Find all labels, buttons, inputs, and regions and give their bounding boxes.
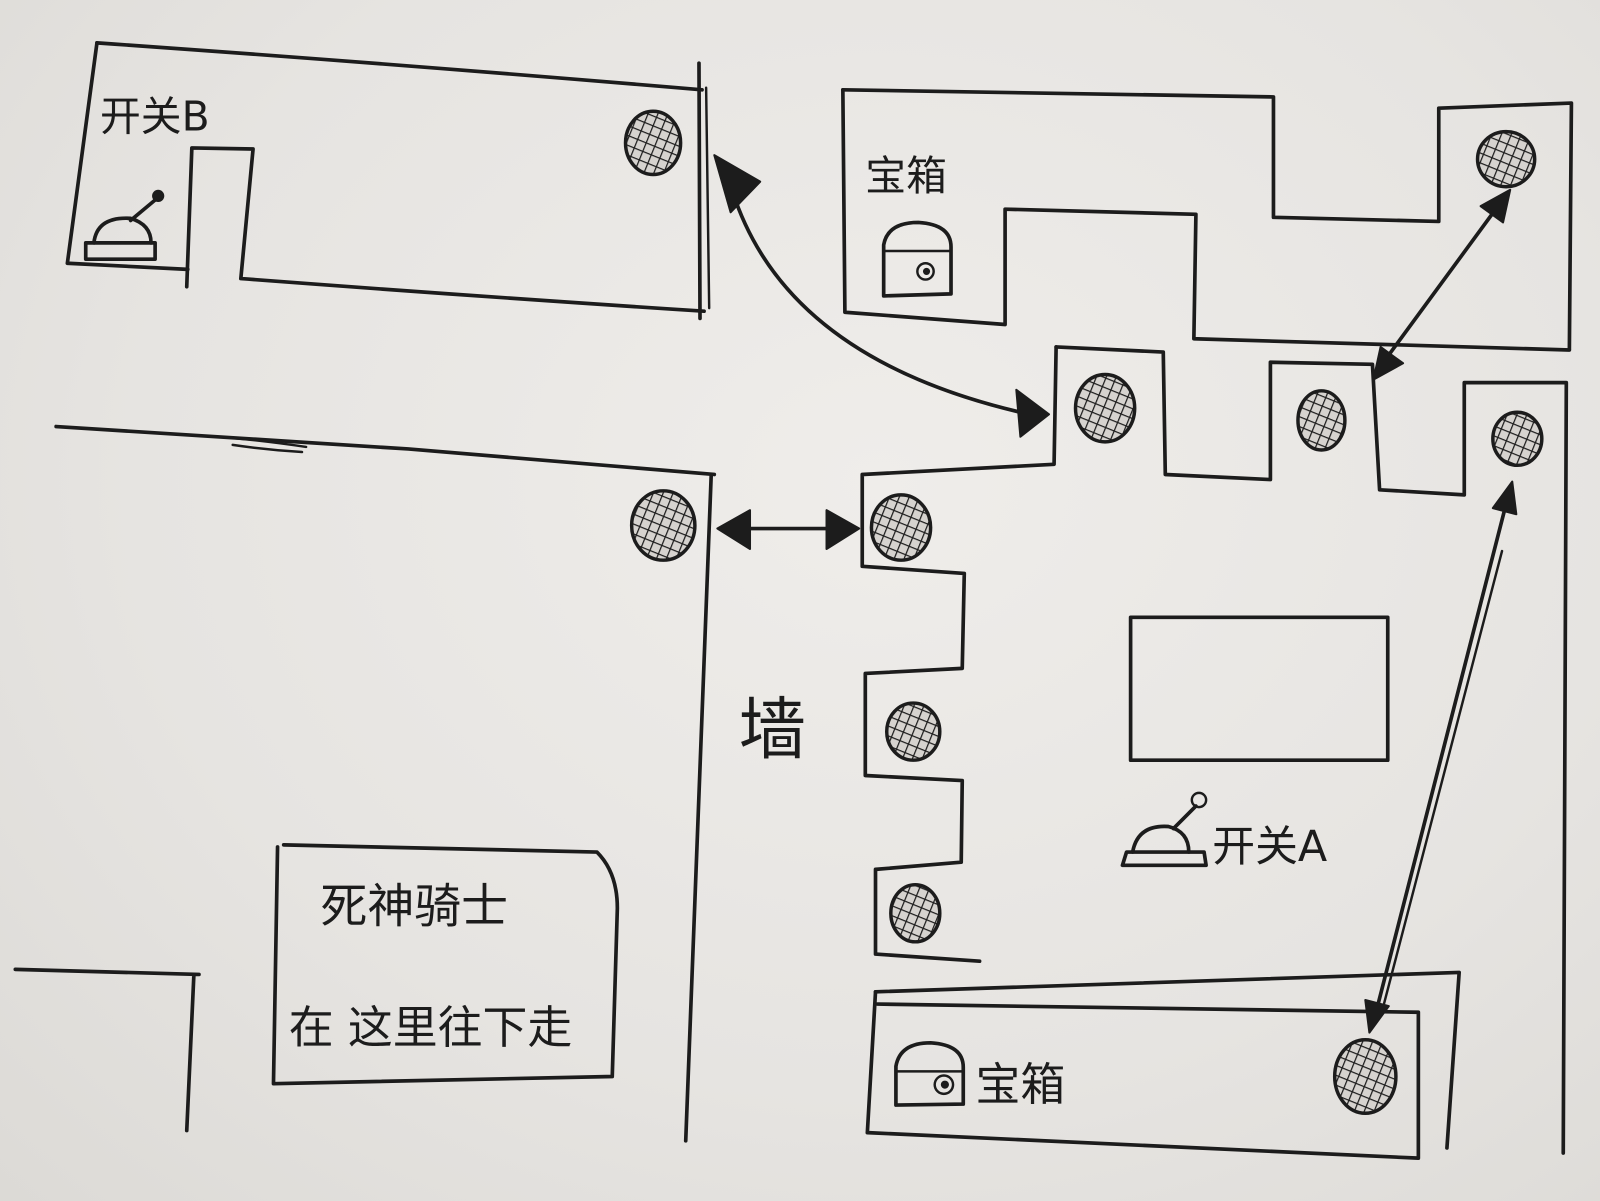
room-treasure-bottom-inner-wall — [865, 989, 1421, 1160]
grate-icon — [889, 882, 942, 944]
room-treasure-bottom-outer-wall — [873, 970, 1462, 1150]
room-switch-b-left-wall — [65, 41, 190, 272]
inner-block — [1128, 615, 1390, 763]
left-area-top-wall — [54, 424, 717, 477]
room-switch-b: 开关B — [65, 41, 711, 321]
treasure-bottom-label: 宝箱 — [976, 1058, 1066, 1111]
grate-icon — [884, 701, 942, 762]
left-area-lower-wall — [13, 967, 201, 1133]
left-area: 死神骑士 在 这里往下走 — [13, 424, 717, 1143]
room-switch-b-right-wall-double — [704, 86, 711, 310]
corridor-middle — [860, 345, 1569, 1155]
note-line-2: 在 这里往下走 — [289, 1001, 573, 1054]
grate-icon — [1073, 372, 1137, 444]
grate-icon — [1332, 1038, 1398, 1115]
grate-icon — [1296, 389, 1347, 452]
room-switch-b-pillar — [184, 146, 706, 314]
grate-icon — [1491, 410, 1544, 468]
room-treasure-bottom: 宝箱 — [865, 970, 1462, 1160]
corridor-middle-lower-wall — [860, 345, 1058, 964]
room-switch-b-top-wall — [95, 41, 704, 92]
grate-icon — [629, 489, 697, 562]
grate-icon — [869, 493, 933, 562]
room-treasure-top-inner-wall — [841, 87, 1572, 352]
left-area-right-wall — [683, 472, 714, 1143]
lever-switch-icon — [83, 189, 165, 262]
left-area-top-wall-smudge — [218, 435, 308, 454]
switch-a-label: 开关A — [1212, 822, 1327, 872]
room-treasure-top: 宝箱 — [841, 87, 1574, 352]
double-headed-arrow-icon — [1372, 188, 1512, 381]
death-knight-note: 死神骑士 在 这里往下走 — [271, 843, 620, 1086]
switch-b-label: 开关B — [100, 93, 210, 141]
treasure-top-label: 宝箱 — [865, 152, 947, 200]
grate-icon — [623, 109, 683, 177]
note-line-1: 死神骑士 — [320, 879, 508, 934]
note-box-outline — [271, 843, 620, 1086]
double-headed-arrow-icon — [1364, 480, 1518, 1034]
switch-a: 开关A — [1120, 791, 1327, 872]
double-headed-arrow-icon — [713, 154, 1050, 438]
corridor-middle-upper-wall — [1054, 345, 1569, 1155]
room-switch-b-right-wall — [697, 61, 702, 321]
double-headed-arrow-icon — [716, 509, 861, 550]
grate-icon — [1475, 129, 1537, 189]
room-treasure-top-outer-wall — [841, 87, 1574, 351]
lever-switch-icon — [1120, 791, 1208, 868]
treasure-chest-icon — [894, 1041, 966, 1107]
treasure-chest-icon — [881, 220, 953, 298]
wall-label: 墙 — [739, 690, 806, 769]
